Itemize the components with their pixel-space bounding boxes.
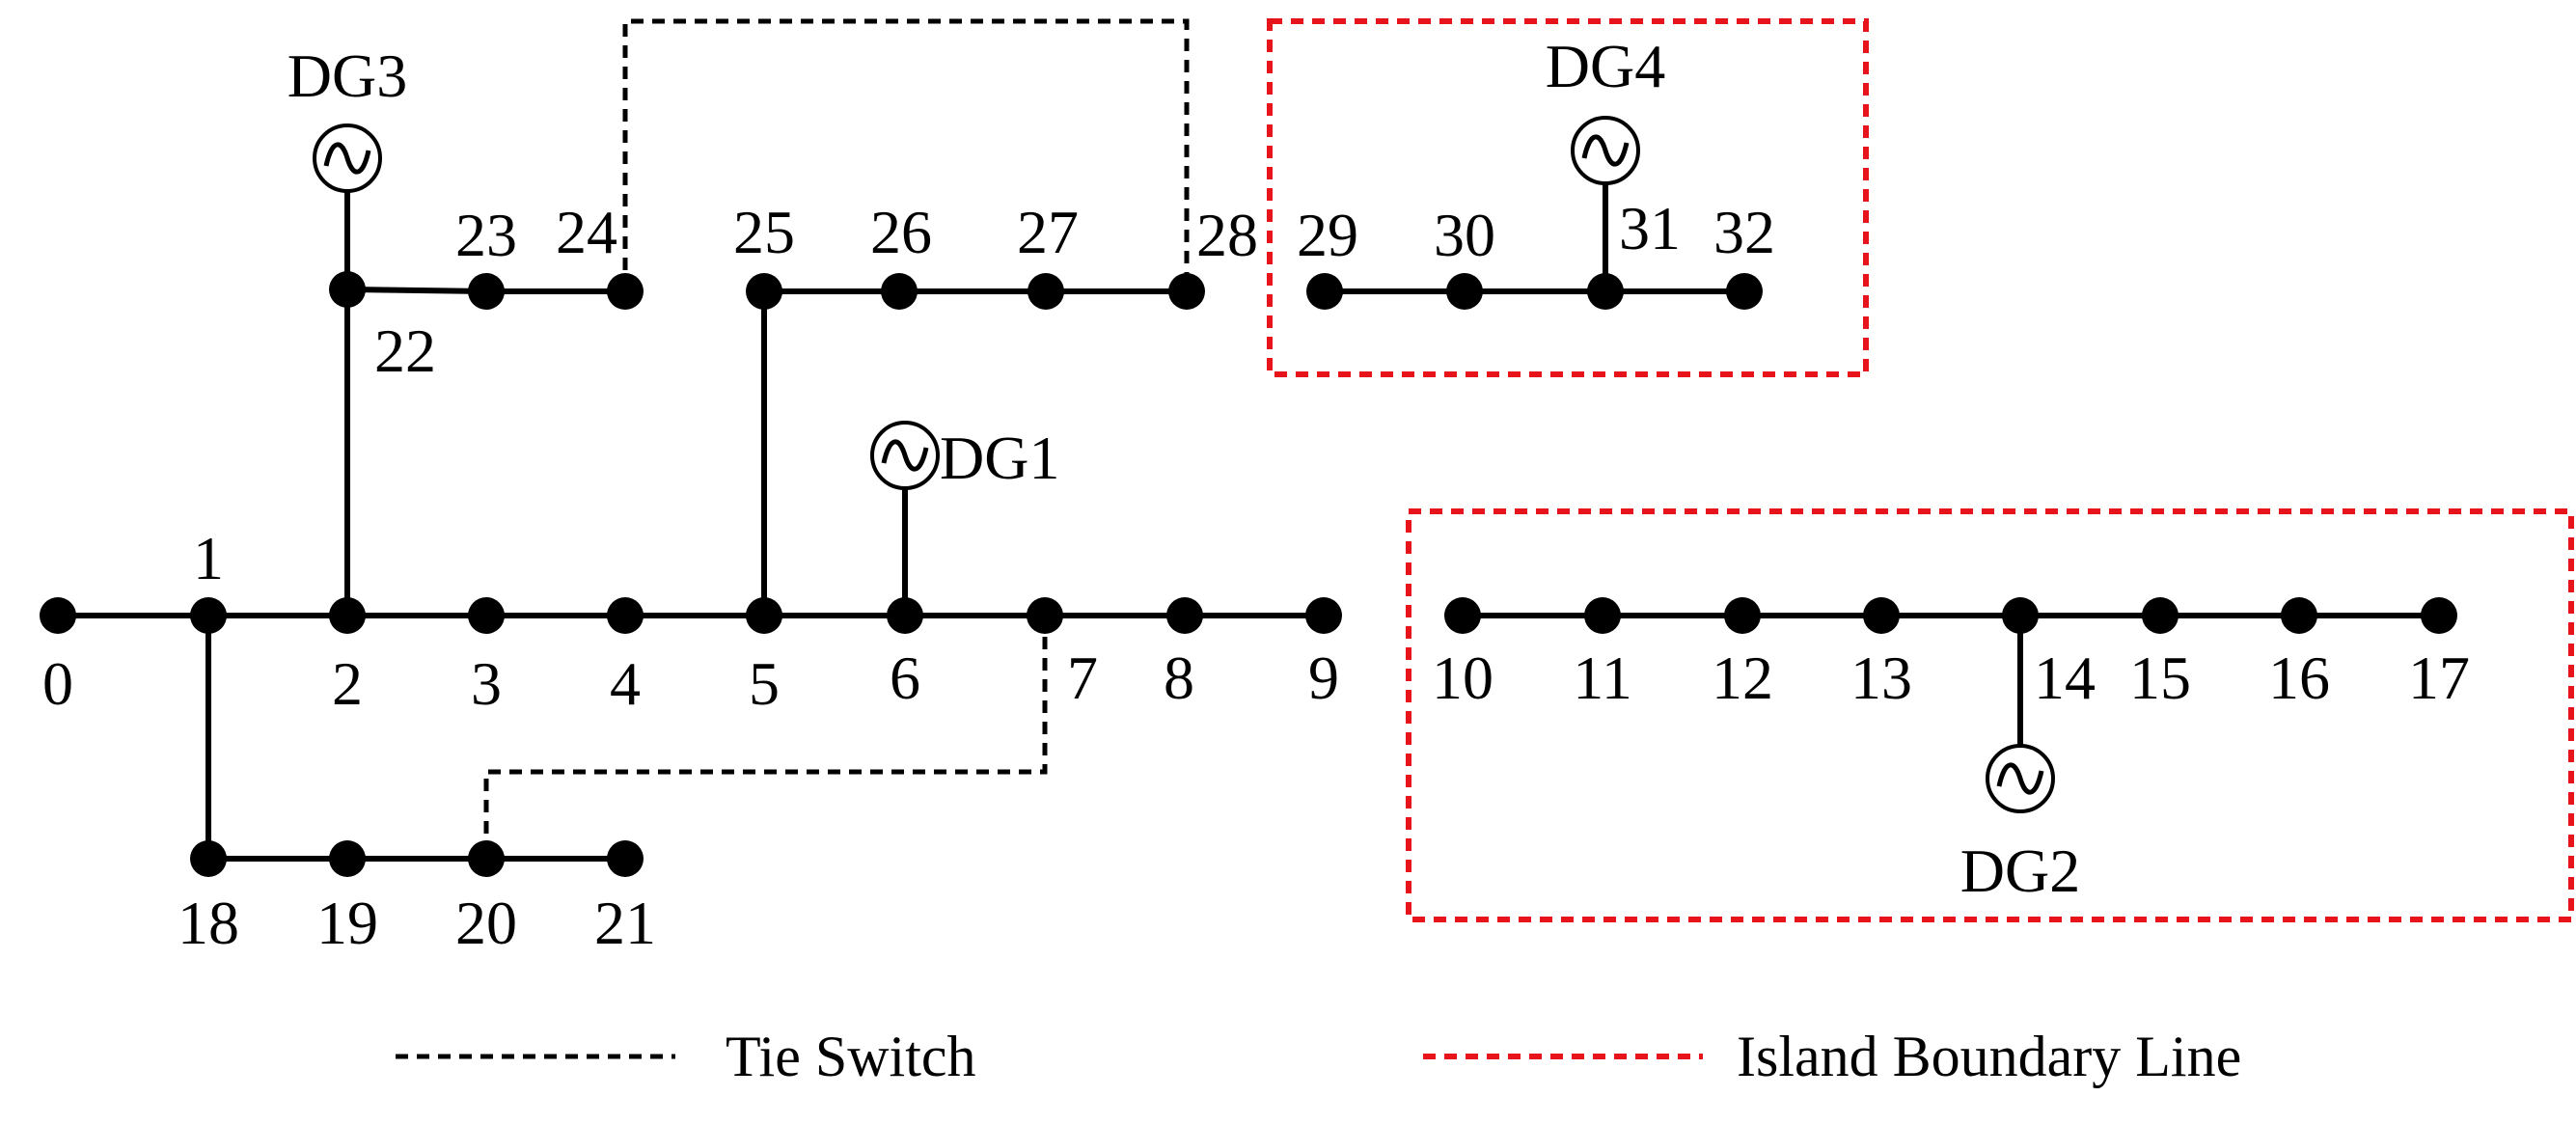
bus-label-1: 1: [193, 524, 224, 592]
bus-7-node: [1027, 597, 1063, 634]
bus-30-node: [1446, 273, 1483, 310]
bus-26-node: [881, 273, 918, 310]
bus-14-node: [2002, 597, 2039, 634]
bus-3-node: [468, 597, 505, 634]
bus-label-4: 4: [610, 649, 641, 718]
lateral-line-22-24: [346, 287, 487, 294]
bus-13-node: [1863, 597, 1900, 634]
bus-label-24: 24: [556, 198, 617, 266]
bus-label-19: 19: [316, 889, 378, 957]
bus-label-10: 10: [1432, 644, 1494, 712]
bus-label-28: 28: [1196, 201, 1258, 269]
island-boundary-dg4: [1267, 18, 1869, 377]
bus-label-31: 31: [1619, 194, 1681, 262]
bus-label-12: 12: [1712, 644, 1773, 712]
bus-label-27: 27: [1017, 198, 1079, 266]
bus-label-26: 26: [870, 198, 932, 266]
bus-11-node: [1584, 597, 1621, 634]
bus-29-node: [1306, 273, 1343, 310]
legend: Tie Switch Island Boundary Line: [396, 1025, 2241, 1088]
bus-6-node: [887, 597, 923, 634]
bus-label-18: 18: [178, 889, 239, 957]
bus-label-21: 21: [594, 889, 656, 957]
bus-10-node: [1444, 597, 1481, 634]
bus-0-node: [40, 597, 76, 634]
bus-21-node: [607, 840, 644, 877]
bus-label-11: 11: [1573, 644, 1632, 712]
bus-19-node: [329, 840, 366, 877]
dg1-label: DG1: [940, 424, 1059, 492]
dg4-label: DG4: [1546, 32, 1665, 100]
bus-label-7: 7: [1067, 644, 1098, 712]
bus-label-32: 32: [1713, 198, 1775, 266]
bus-label-3: 3: [471, 649, 502, 718]
bus-5-node: [746, 597, 782, 634]
island-boundary-dg2: [1406, 508, 2574, 922]
bus-17-node: [2421, 597, 2457, 634]
bus-label-14: 14: [2034, 644, 2096, 712]
bus-28-node: [1168, 273, 1205, 310]
bus-1-node: [190, 597, 227, 634]
bus-label-13: 13: [1850, 644, 1912, 712]
bus-label-2: 2: [332, 649, 363, 718]
bus-8-node: [1166, 597, 1203, 634]
bus-2-node: [329, 597, 366, 634]
bus-label-23: 23: [455, 201, 517, 269]
bus-nodes: [40, 271, 2457, 877]
tie-switch-24-28: [622, 18, 1190, 291]
bus-31-node: [1587, 273, 1624, 310]
legend-island-boundary-label: Island Boundary Line: [1737, 1025, 2241, 1088]
bus-label-17: 17: [2408, 644, 2470, 712]
bus-22-node: [329, 271, 366, 308]
bus-label-9: 9: [1308, 644, 1339, 712]
bus-16-node: [2281, 597, 2317, 634]
bus-label-15: 15: [2129, 644, 2191, 712]
bus-27-node: [1028, 273, 1064, 310]
bus-label-30: 30: [1434, 201, 1495, 269]
dg2-label: DG2: [1960, 836, 2080, 905]
bus-label-25: 25: [733, 198, 795, 266]
bus-label-20: 20: [455, 889, 517, 957]
legend-tie-switch-label: Tie Switch: [726, 1025, 976, 1088]
dg3-symbol: [313, 123, 382, 193]
dg3-label: DG3: [288, 41, 407, 110]
bus-label-29: 29: [1297, 201, 1358, 269]
dg4-symbol: [1571, 116, 1640, 185]
bus-9-node: [1305, 597, 1342, 634]
bus-label-8: 8: [1164, 644, 1194, 712]
bus-label-16: 16: [2268, 644, 2330, 712]
tie-switch-7-20: [483, 616, 1048, 859]
dg2-symbol: [1986, 744, 2055, 813]
bus-23-node: [468, 273, 505, 310]
bus-4-node: [607, 597, 644, 634]
bus-12-node: [1724, 597, 1761, 634]
bus-20-node: [468, 840, 505, 877]
bus-32-node: [1726, 273, 1763, 310]
bus-25-node: [746, 273, 782, 310]
bus-label-22: 22: [374, 316, 436, 385]
bus-label-6: 6: [890, 644, 920, 712]
bus-label-5: 5: [749, 649, 780, 718]
bus-label-0: 0: [42, 649, 73, 718]
dg1-symbol: [870, 421, 940, 490]
bus-15-node: [2142, 597, 2179, 634]
bus-24-node: [607, 273, 644, 310]
bus-18-node: [190, 840, 227, 877]
